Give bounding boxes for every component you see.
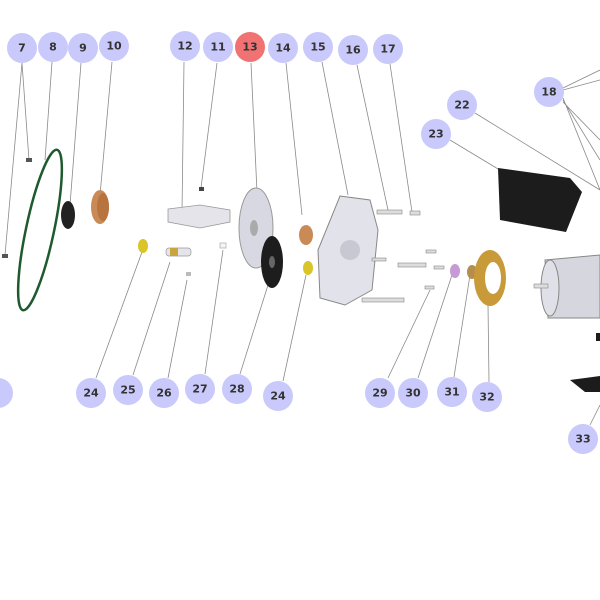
callout-31[interactable]: 31 <box>437 377 467 407</box>
part-bushing-small <box>138 225 313 276</box>
callout-label: 14 <box>275 42 291 55</box>
callout-26[interactable]: 26 <box>149 378 179 408</box>
part-motor-cover-black <box>498 168 582 232</box>
callout-22[interactable]: 22 <box>447 90 477 120</box>
part-pump-housing <box>317 195 379 306</box>
callout-label: 30 <box>405 387 421 400</box>
callout-label: 7 <box>18 42 26 55</box>
callout-15[interactable]: 15 <box>303 32 333 62</box>
callout-23[interactable]: 23 <box>421 119 451 149</box>
callout-12[interactable]: 12 <box>170 31 200 61</box>
callout-label: 10 <box>106 40 122 53</box>
callout-17[interactable]: 17 <box>373 34 403 64</box>
part-impeller-black <box>261 236 283 288</box>
callout-33[interactable]: 33 <box>568 424 598 454</box>
callout-label: 33 <box>575 433 590 446</box>
callout-10[interactable]: 10 <box>99 31 129 61</box>
callout-label: 22 <box>454 99 469 112</box>
callout-label: 17 <box>380 43 395 56</box>
callout-label: 24 <box>83 387 99 400</box>
callout-30[interactable]: 30 <box>398 378 428 408</box>
callout-13-highlighted[interactable]: 13 <box>235 32 265 62</box>
callout-8[interactable]: 8 <box>38 32 68 62</box>
callout-7[interactable]: 7 <box>7 33 37 63</box>
callout-29[interactable]: 29 <box>365 378 395 408</box>
callout-label: 18 <box>541 86 556 99</box>
callout-16[interactable]: 16 <box>338 35 368 65</box>
callout-label: 27 <box>192 383 207 396</box>
callout-label: 13 <box>242 41 257 54</box>
part-gasket-ring <box>2 148 64 312</box>
callout-25[interactable]: 25 <box>113 375 143 405</box>
part-bolts <box>361 209 445 303</box>
callout-label: 31 <box>444 386 459 399</box>
part-shaft <box>167 187 231 229</box>
callout-label: 16 <box>345 44 361 57</box>
callout-14[interactable]: 14 <box>268 33 298 63</box>
callout-label: 26 <box>156 387 172 400</box>
part-washer-pink <box>450 264 460 278</box>
callout-label: 28 <box>229 383 244 396</box>
callout-18[interactable]: 18 <box>534 77 564 107</box>
callout-label: 11 <box>210 41 225 54</box>
callout-24-second[interactable]: 24 <box>263 381 293 411</box>
part-seal-ring-black <box>61 201 75 229</box>
callout-label: 29 <box>372 387 387 400</box>
part-bushing-copper <box>91 190 109 224</box>
callout-27[interactable]: 27 <box>185 374 215 404</box>
leader-lines <box>4 61 600 426</box>
callout-9[interactable]: 9 <box>68 33 98 63</box>
callout-label: 32 <box>479 391 494 404</box>
callout-label: 9 <box>79 42 87 55</box>
callout-32[interactable]: 32 <box>472 382 502 412</box>
part-motor <box>533 254 600 392</box>
callout-label: 12 <box>177 40 192 53</box>
callout-partial[interactable] <box>0 378 13 408</box>
callout-label: 23 <box>428 128 443 141</box>
callout-label: 15 <box>310 41 325 54</box>
callout-label: 8 <box>49 41 57 54</box>
callout-label: 24 <box>270 390 286 403</box>
callout-label: 25 <box>120 384 135 397</box>
callout-28[interactable]: 28 <box>222 374 252 404</box>
part-flange-gold <box>474 250 506 306</box>
callout-11[interactable]: 11 <box>203 32 233 62</box>
callout-24[interactable]: 24 <box>76 378 106 408</box>
